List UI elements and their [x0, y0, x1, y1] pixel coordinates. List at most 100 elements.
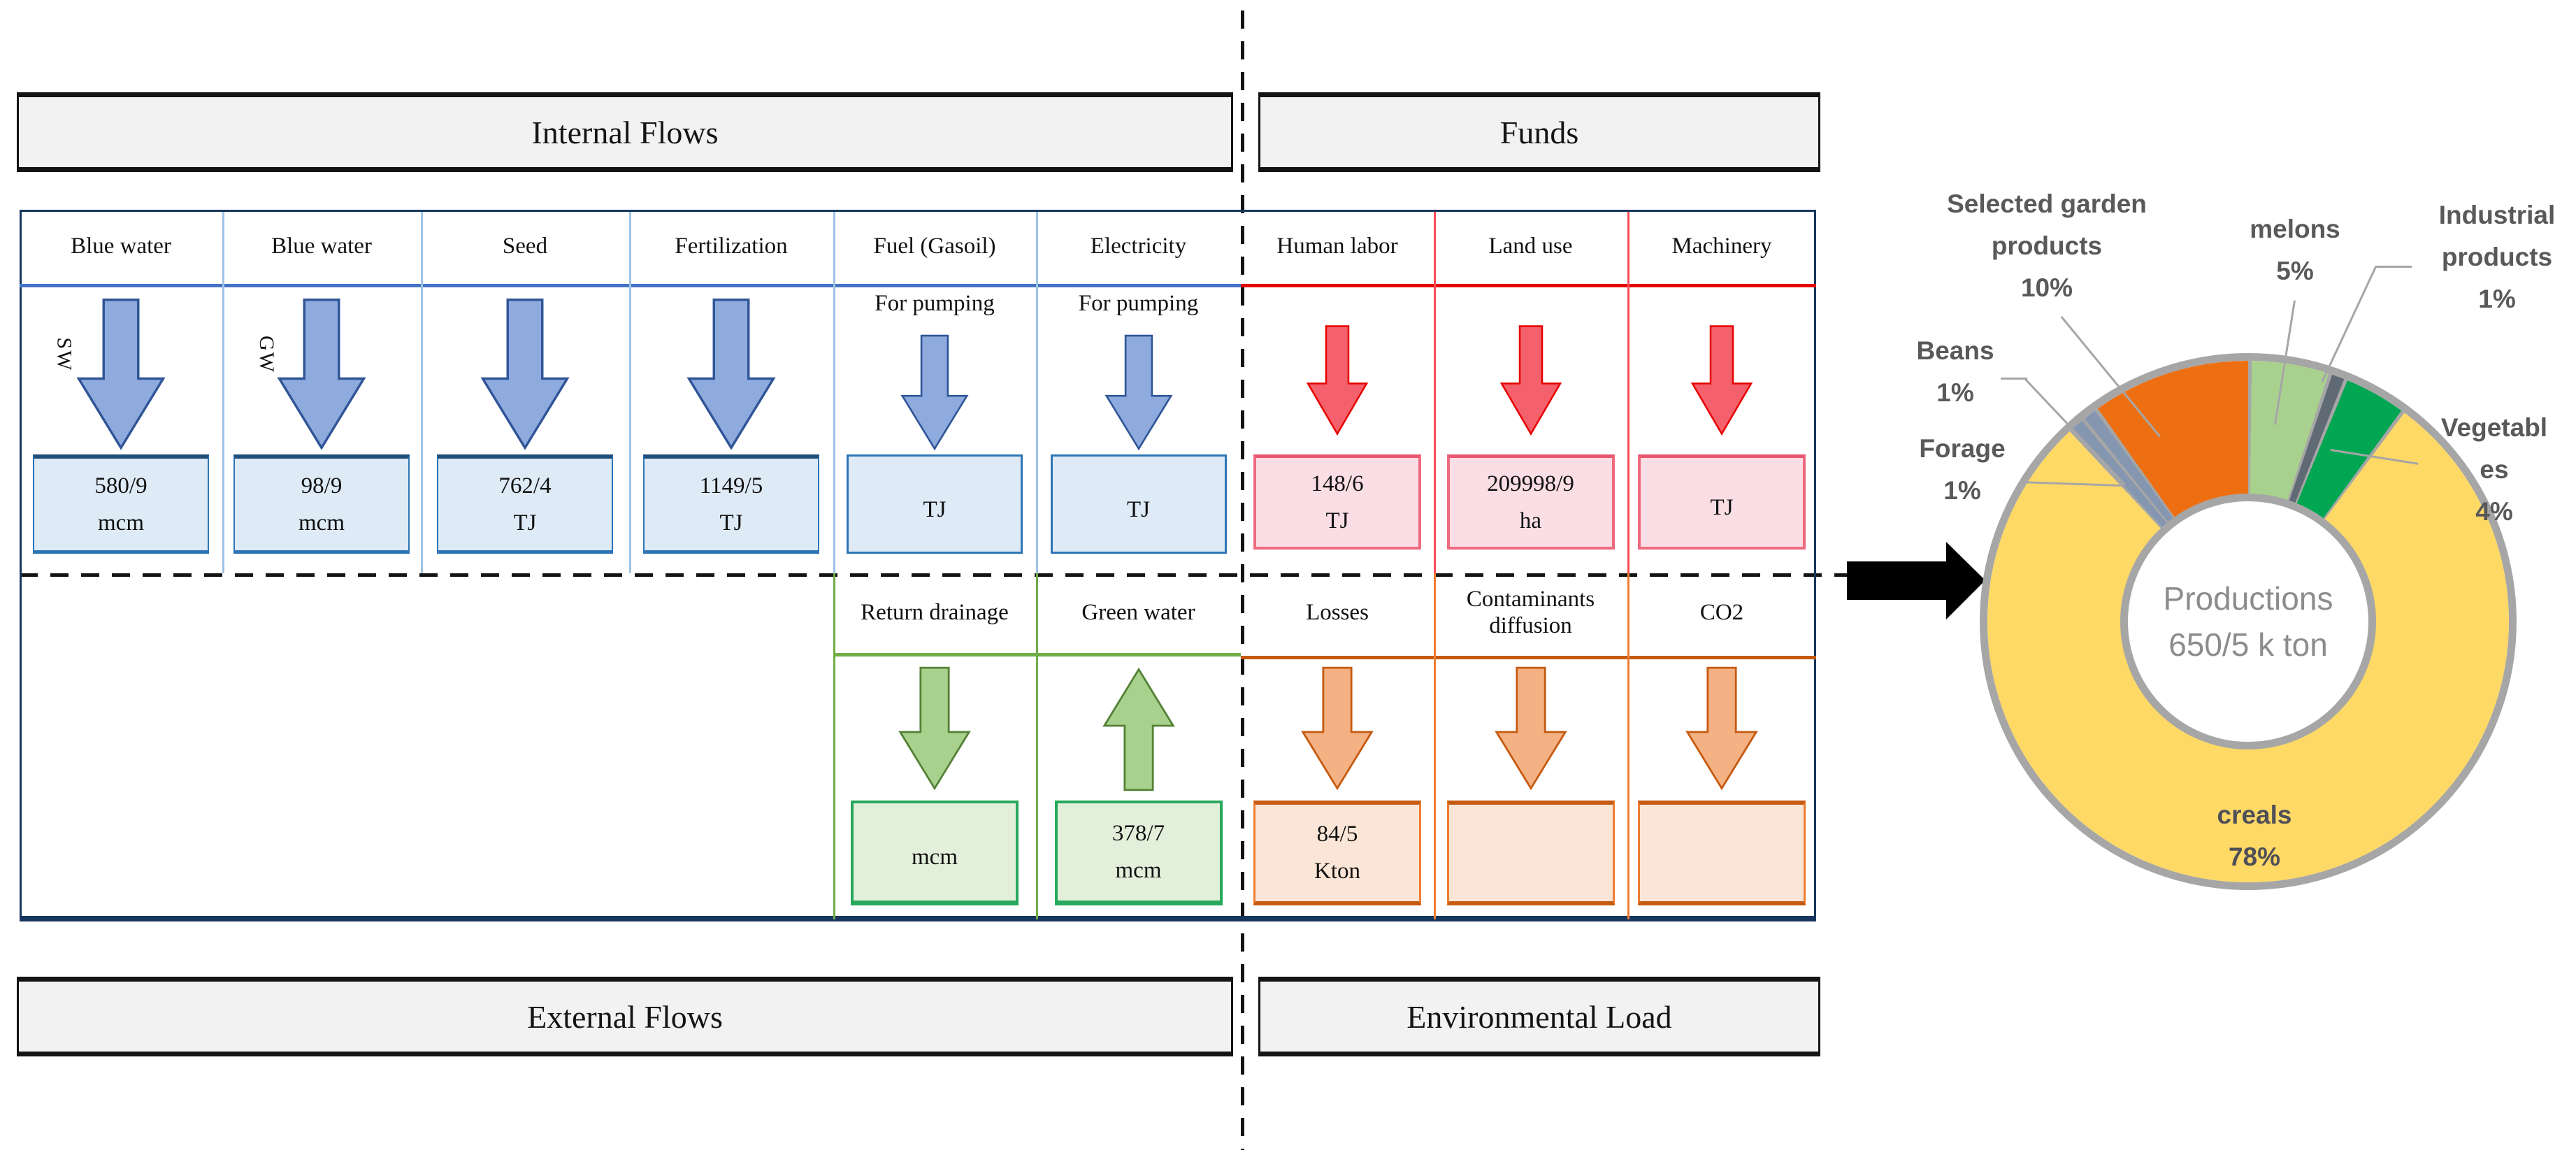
column-header: Fuel (Gasoil)	[873, 234, 996, 259]
column-separator	[1434, 212, 1436, 573]
environmental-column-co2: CO2	[1627, 573, 1816, 919]
slice-label-vegetables: Vegetabl es 4%	[2440, 413, 2548, 526]
value-box: 378/7 mcm	[1054, 801, 1223, 905]
slice-label-beans: Beans 1%	[1916, 336, 1994, 407]
column-separator	[222, 212, 224, 573]
leader-line-industrial-elbow	[2375, 266, 2412, 268]
value-box: mcm	[851, 801, 1019, 905]
quadrant-header-label: Internal Flows	[531, 114, 719, 150]
column-separator	[1036, 573, 1038, 919]
slice-label-industrial-products: Industrial products 1%	[2438, 201, 2556, 313]
down-arrow-icon	[686, 299, 776, 450]
flow-unit: TJ	[513, 510, 537, 536]
column-header: Blue water	[71, 234, 171, 259]
value-box: TJ	[1638, 454, 1806, 550]
column-separator	[833, 573, 835, 919]
value-box: TJ	[847, 454, 1023, 554]
value-box: TJ	[1050, 454, 1227, 554]
flow-value: 98/9	[301, 473, 343, 498]
column-header: Return drainage	[861, 600, 1009, 625]
column-header: Contaminants diffusion	[1466, 587, 1595, 638]
down-arrow-icon	[1685, 666, 1758, 791]
flow-value: 580/9	[94, 473, 147, 498]
flow-unit: mcm	[98, 510, 144, 536]
external-column-return-drainage: Return drainage mcm	[833, 573, 1036, 919]
horizontal-dashed-divider	[20, 573, 1848, 577]
quadrant-header-label: Environmental Load	[1406, 998, 1672, 1035]
vertical-dashed-divider	[1241, 10, 1244, 1150]
flow-value: 378/7	[1111, 820, 1165, 846]
environmental-column-contaminants-diffusion: Contaminants diffusion	[1434, 573, 1627, 919]
flow-unit: Kton	[1314, 859, 1360, 884]
slice-label-melons: melons 5%	[2250, 215, 2340, 285]
column-separator	[1434, 573, 1436, 919]
column-header: Blue water	[271, 234, 372, 259]
flows-table-frame	[20, 210, 1816, 921]
value-box: 209998/9 ha	[1446, 454, 1615, 550]
down-arrow-icon	[1104, 334, 1173, 451]
donut-center-title: Productions	[2163, 580, 2333, 617]
down-arrow-icon	[898, 666, 971, 791]
slice-label-forage: Forage 1%	[1919, 434, 2006, 505]
column-header: Green water	[1081, 600, 1195, 625]
flow-column-blue-water-sw: Blue water SW 580/9 mcm	[20, 210, 222, 573]
column-subheader: For pumping	[1078, 290, 1199, 316]
flow-unit: TJ	[1127, 496, 1150, 522]
flow-unit: TJ	[1325, 508, 1349, 533]
column-header: Electricity	[1090, 234, 1187, 259]
column-header: Human labor	[1276, 234, 1398, 259]
down-arrow-icon	[480, 299, 570, 450]
red-header-underline	[1241, 284, 1816, 287]
flow-column-fuel-gasoil: Fuel (Gasoil) For pumping TJ	[833, 210, 1036, 573]
quadrant-header-external-flows: External Flows	[17, 977, 1233, 1056]
column-separator	[1036, 212, 1038, 573]
environmental-column-losses: Losses 84/5 Kton	[1241, 573, 1434, 919]
flow-column-electricity: Electricity For pumping TJ	[1036, 210, 1241, 573]
flow-value: 1149/5	[699, 473, 763, 498]
column-header: Land use	[1488, 234, 1573, 259]
slice-label-creals: creals 78%	[2217, 801, 2292, 871]
flow-column-seed: Seed 762/4 TJ	[421, 210, 629, 573]
value-box: 580/9 mcm	[33, 454, 209, 554]
leader-line-beans-elbow	[2001, 378, 2027, 380]
fund-column-human-labor: Human labor 148/6 TJ	[1241, 210, 1434, 573]
donut-center: Productions 650/5 k ton	[2120, 494, 2376, 749]
column-header: Losses	[1306, 600, 1369, 625]
slice-label-selected-garden-products: Selected garden products 10%	[1947, 189, 2147, 302]
down-arrow-icon	[1499, 325, 1562, 436]
value-box: 98/9 mcm	[233, 454, 410, 554]
column-subheader: For pumping	[875, 290, 995, 316]
value-box	[1446, 801, 1615, 905]
right-arrow-icon	[1847, 542, 1985, 619]
flow-value: 84/5	[1316, 822, 1358, 847]
flow-column-fertilization: Fertilization 1149/5 TJ	[629, 210, 833, 573]
column-header: CO2	[1699, 600, 1744, 625]
down-arrow-icon	[1306, 325, 1369, 436]
value-box: 148/6 TJ	[1253, 454, 1421, 550]
column-separator	[1627, 573, 1629, 919]
donut-center-value: 650/5 k ton	[2168, 626, 2328, 663]
down-arrow-icon	[76, 299, 166, 450]
flow-value: 148/6	[1311, 471, 1364, 496]
flow-unit: ha	[1519, 508, 1542, 533]
production-donut-chart: Productions 650/5 k ton	[1980, 353, 2517, 890]
value-box: 762/4 TJ	[437, 454, 613, 554]
quadrant-header-funds: Funds	[1258, 92, 1820, 172]
down-arrow-icon	[1301, 666, 1374, 791]
fund-column-land-use: Land use 209998/9 ha	[1434, 210, 1627, 573]
column-separator	[629, 212, 631, 573]
flow-column-blue-water-gw: Blue water GW 98/9 mcm	[222, 210, 421, 573]
column-header: Fertilization	[675, 234, 788, 259]
quadrant-header-label: Funds	[1499, 114, 1579, 150]
column-separator	[421, 212, 423, 573]
flow-unit: mcm	[1115, 857, 1162, 883]
down-arrow-icon	[1494, 666, 1567, 791]
flow-unit: TJ	[923, 496, 947, 522]
column-separator	[833, 212, 835, 573]
down-arrow-icon	[277, 299, 366, 450]
flow-unit: mcm	[298, 510, 345, 536]
column-separator	[1627, 212, 1629, 573]
column-header: Seed	[502, 234, 548, 259]
value-box	[1638, 801, 1806, 905]
